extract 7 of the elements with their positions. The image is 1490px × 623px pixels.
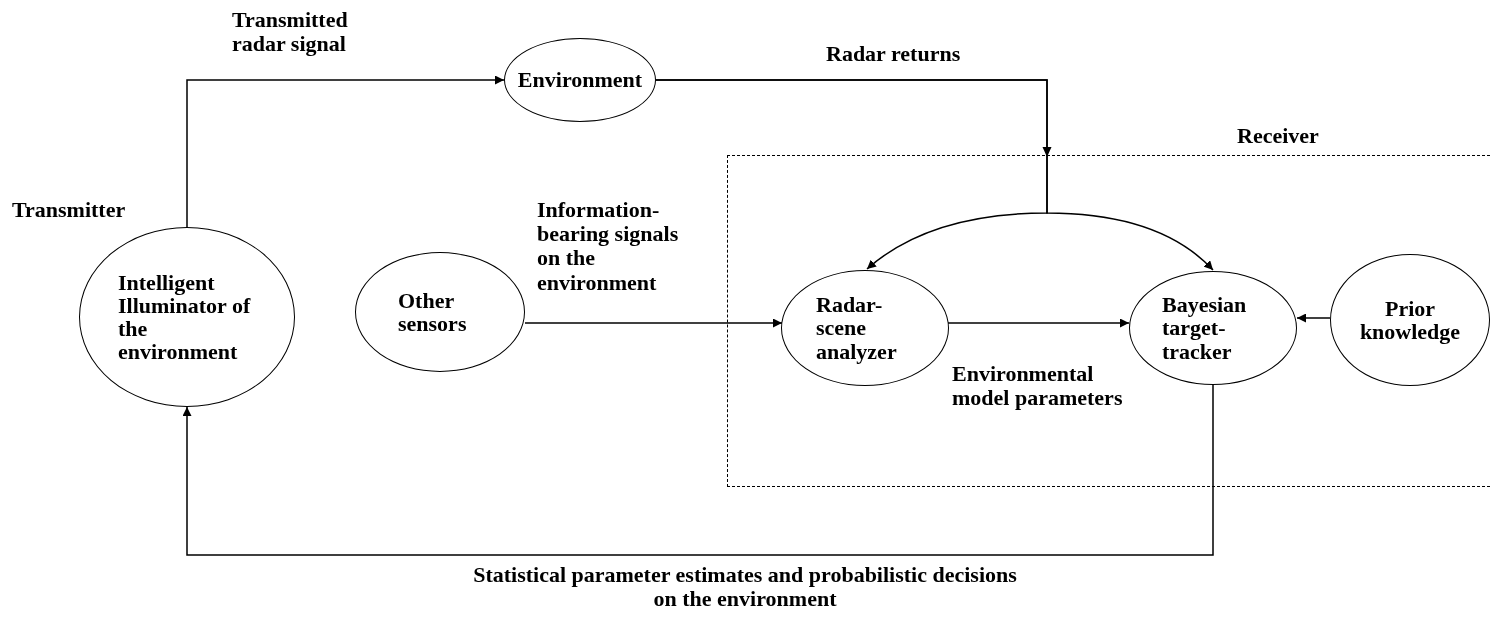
edge-label: Radar returns	[826, 42, 962, 67]
region-heading: Receiver	[1237, 124, 1319, 149]
edge-label: Statistical parameter estimates and probabilistic decisions on the environment	[472, 563, 1018, 612]
edge-label: Environmental model parameters	[952, 362, 1124, 411]
node-caption: Transmitter	[12, 198, 126, 223]
edge-label: Information-bearing signals on the environment	[537, 198, 680, 295]
edge-label: Transmitted radar signal	[232, 8, 349, 57]
